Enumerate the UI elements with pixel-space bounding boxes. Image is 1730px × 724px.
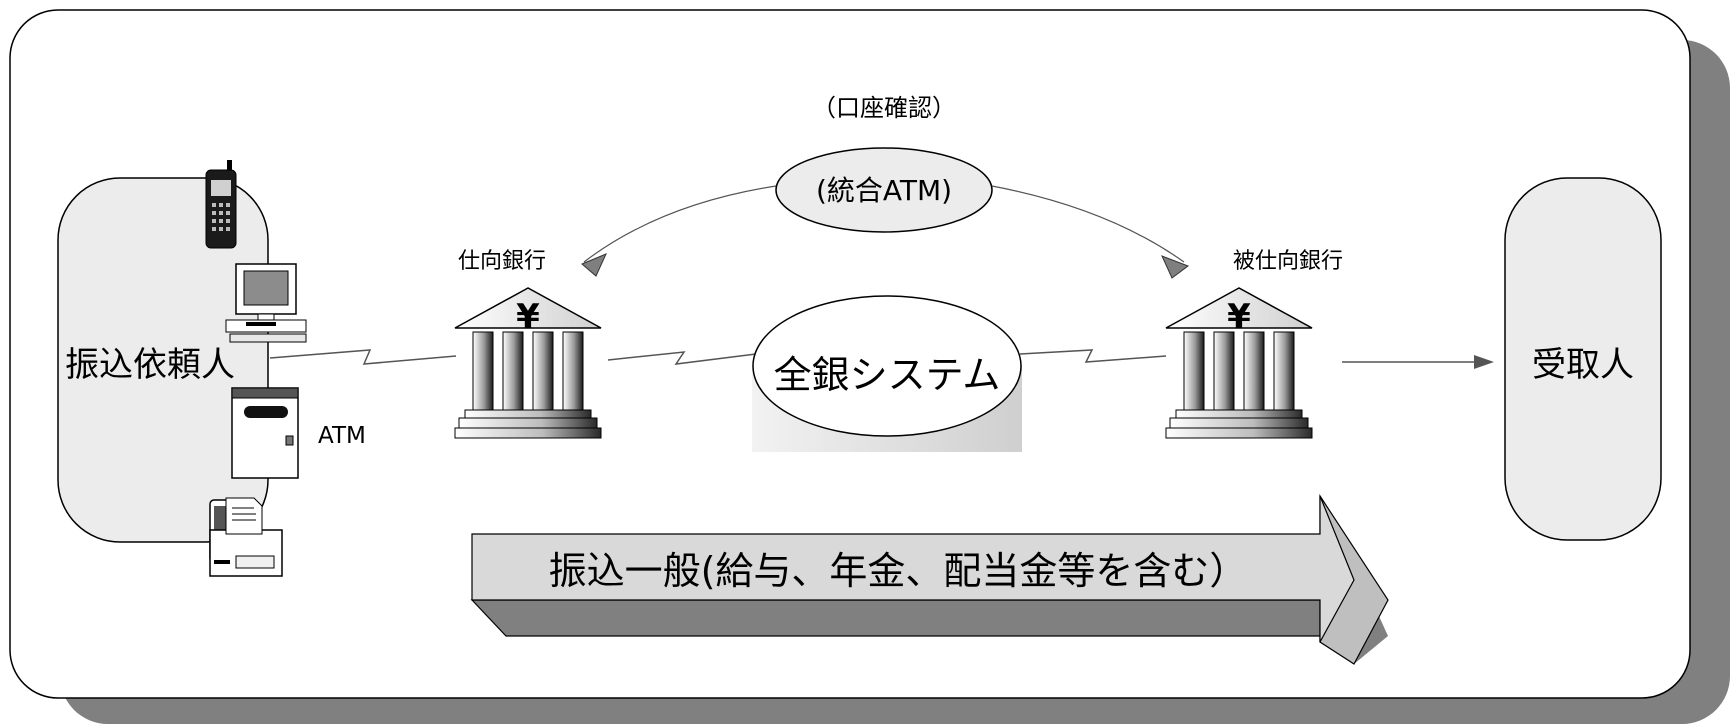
recipient-label: 受取人	[1532, 345, 1634, 385]
receiving-bank-label: 被仕向銀行	[1233, 249, 1343, 274]
arrow-to-recipient-head	[1474, 355, 1494, 369]
link-zengin-bank	[1019, 349, 1167, 363]
fax-machine-icon	[209, 497, 283, 577]
requester-box	[57, 177, 269, 543]
atm-machine-icon	[231, 387, 299, 479]
curve-to-sending-bank	[583, 185, 777, 263]
zengin-system-label: 全銀システム	[774, 353, 1001, 397]
receiving-bank-yen: ¥	[1227, 297, 1251, 337]
recipient-box	[1504, 177, 1662, 541]
sending-bank-yen: ¥	[516, 297, 540, 337]
general-transfer-label: 振込一般(給与、年金、配当金等を含む）	[549, 549, 1248, 593]
computer-icon	[225, 263, 307, 343]
mobile-phone-icon	[205, 160, 237, 249]
integrated-atm-label: (統合ATM)	[816, 174, 952, 207]
integrated-atm-ellipse	[775, 147, 993, 233]
link-requester-bank	[269, 349, 457, 365]
curve-to-receiving-bank	[991, 185, 1185, 263]
general-transfer-arrow	[470, 493, 1389, 665]
requester-label: 振込依頼人	[65, 345, 235, 385]
sending-bank-label: 仕向銀行	[458, 249, 546, 274]
arrowhead-sending-bank	[581, 253, 607, 277]
link-bank-zengin	[607, 351, 757, 365]
database-cylinder-icon	[752, 295, 1022, 452]
arrowhead-receiving-bank	[1161, 255, 1190, 279]
atm-label: ATM	[318, 423, 366, 449]
account-check-label: （口座確認）	[812, 94, 956, 122]
